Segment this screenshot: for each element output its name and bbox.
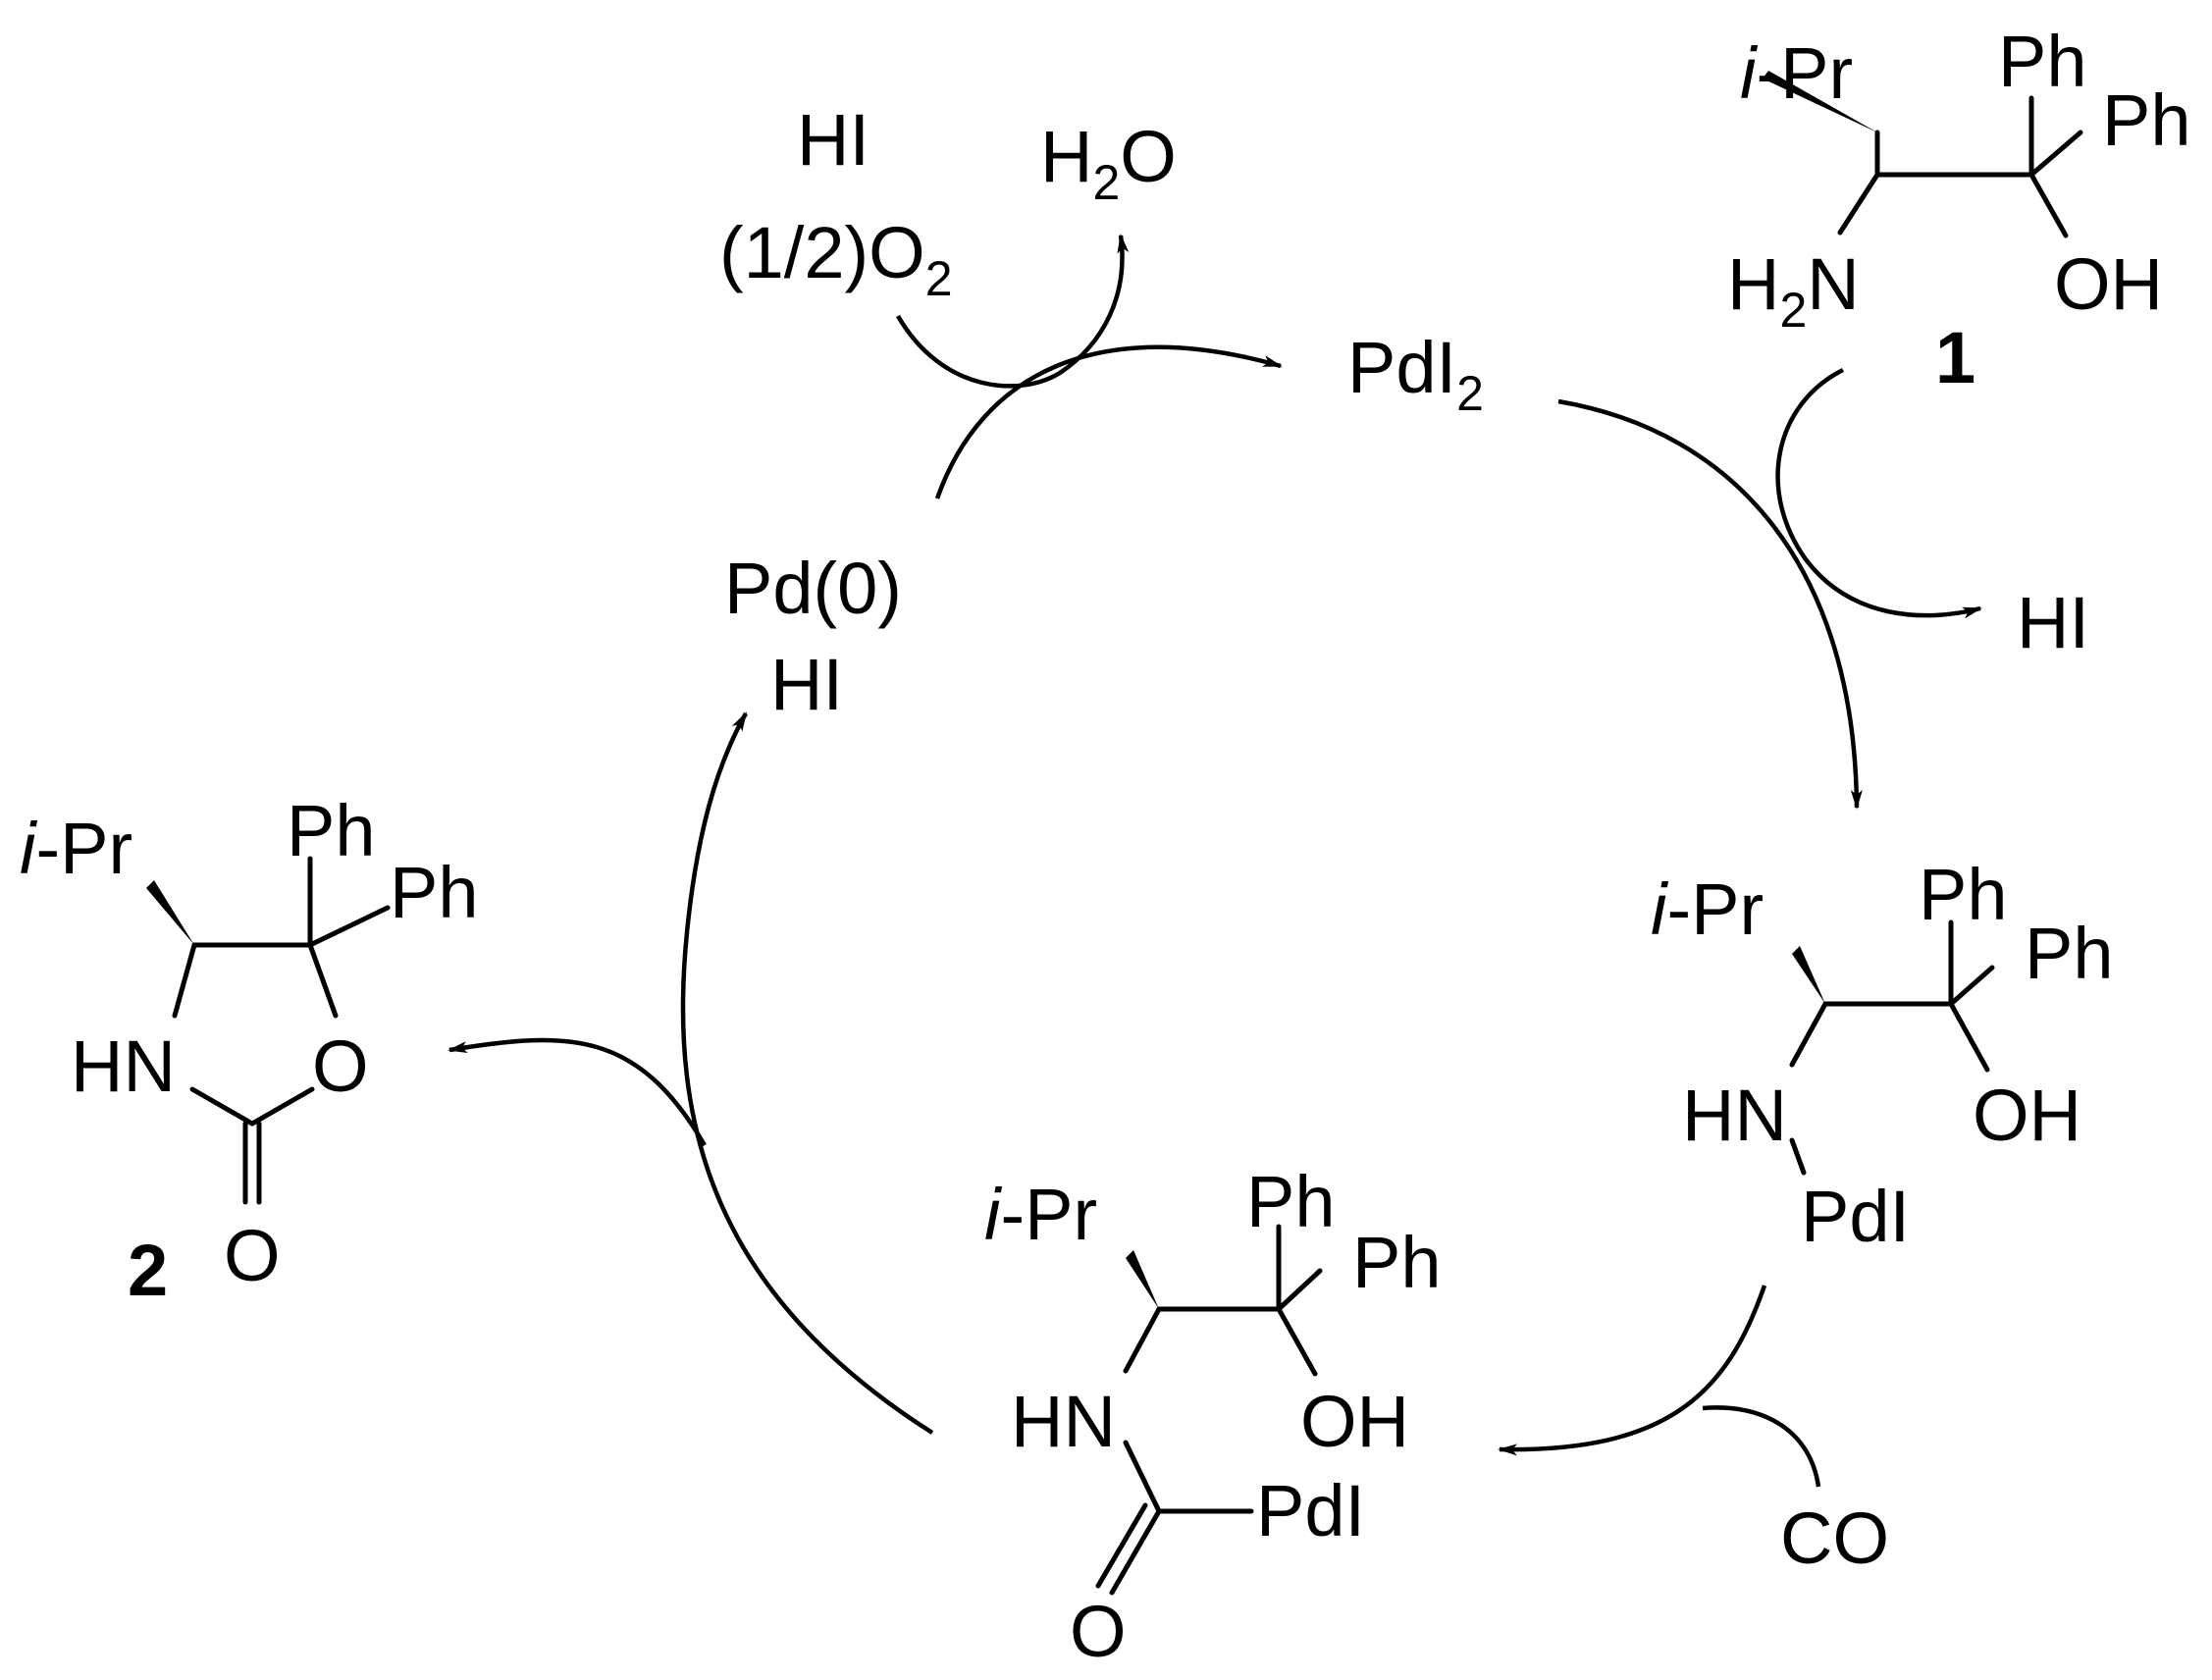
pdi-label: PdI [1256,1470,1365,1551]
bond [307,942,339,1019]
bond [1095,1502,1148,1589]
cycle-arrows [448,344,1863,1456]
bond [249,1086,315,1127]
arrow-to-product-2 [448,1037,707,1147]
ph-label: Ph [2025,913,2114,994]
wedge-bond [1126,1250,1159,1309]
carbonyl-o-label: O [224,1215,281,1296]
pd0-label: Pd(0) [724,548,902,629]
hi-right-label: HI [2017,582,2089,663]
carbonyl-o-label: O [1070,1591,1127,1672]
bond [1276,1306,1318,1377]
arrow-hi-o2-in-h2o-out [896,234,1130,389]
h2o-label: H2O [1040,116,1177,210]
bond [189,1086,255,1127]
arrow-pdi2-to-intermediate-a [1557,398,1863,810]
ph-label: Ph [1352,1222,1442,1303]
bond [172,942,197,1019]
arrow-intermediate-b-to-pd0 [680,711,934,1435]
bond [2028,172,2069,238]
intermediate-b-structure: i-Pr Ph Ph HN OH PdI O [984,1161,1442,1672]
ph-label: Ph [1246,1161,1336,1242]
bond [1789,1137,1807,1176]
bond [2028,130,2083,178]
ring-o-label: O [312,1025,369,1107]
ph-label: Ph [390,852,479,933]
ph-label: Ph [1998,21,2087,102]
ph-label: Ph [2102,79,2191,161]
ipr-label: i-Pr [984,1174,1097,1255]
arrow-1-in-hi-out [1775,367,1982,619]
bond [1948,965,1995,1007]
h2n-label: H2N [1727,243,1860,338]
oh-label: OH [1300,1381,1409,1462]
hn-label: HN [71,1025,176,1107]
wedge-bond [146,880,194,945]
hi-top-label: HI [797,99,869,181]
ipr-label: i-Pr [1740,32,1853,114]
ph-label: Ph [1919,854,2008,935]
compound-2-structure: i-Pr Ph Ph HN O O 2 [20,790,479,1311]
half-o2-label: (1/2)O2 [719,212,953,306]
ipr-label: i-Pr [1651,868,1764,950]
bond [1789,1001,1828,1068]
wedge-bond [1792,946,1825,1004]
arrow-pd0-to-pdi2 [934,344,1283,499]
hn-label: HN [1682,1075,1787,1156]
arrow-co-in [1702,1405,1821,1488]
oh-label: OH [1973,1075,2081,1156]
ph-label: Ph [287,790,376,871]
compound-number-1: 1 [1935,317,1975,398]
compound-number-2: 2 [128,1230,168,1311]
pdi2-label: PdI2 [1347,327,1484,421]
oh-label: OH [2054,243,2163,325]
ipr-label: i-Pr [20,808,132,889]
side-arrows [896,234,1982,1488]
arrow-intermediate-a-to-b [1498,1285,1767,1456]
hi-pd0-label: HI [770,644,843,725]
co-label: CO [1780,1497,1889,1579]
bond [1123,1306,1162,1374]
bond [1948,1001,1990,1073]
bond [1837,172,1880,236]
pdi-label: PdI [1801,1176,1910,1257]
hn-label: HN [1011,1381,1116,1462]
bond [1123,1440,1162,1514]
bond [1109,1508,1162,1596]
wedge-bond [1763,71,1877,132]
compound-1-structure: i-Pr Ph Ph H2N OH 1 [1727,21,2191,398]
bond [1276,1268,1323,1312]
reagent-labels: HI (1/2)O2 H2O PdI2 HI Pd(0) HI CO [719,99,2089,1579]
intermediate-a-structure: i-Pr Ph Ph HN OH PdI [1651,854,2114,1257]
bond [307,905,391,948]
